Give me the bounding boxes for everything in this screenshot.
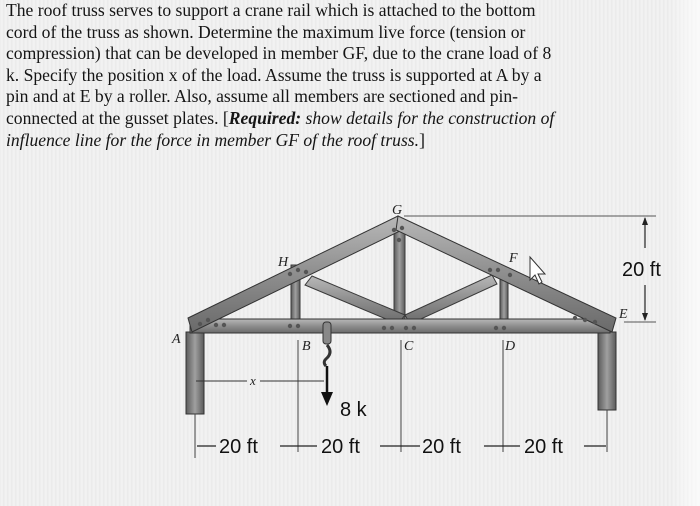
height-label: 20 ft xyxy=(622,259,661,281)
joint-label-c: C xyxy=(404,339,414,354)
mouse-cursor-icon xyxy=(529,255,547,285)
line-6-prefix: connected at the gusset plates. [ xyxy=(6,107,229,128)
problem-line-7: influence line for the force in member G… xyxy=(6,130,696,152)
crane-hook-icon xyxy=(322,321,332,368)
gusset-bolts xyxy=(197,225,598,331)
bottom-chord xyxy=(189,318,611,334)
joint-label-e: E xyxy=(618,307,628,322)
problem-line-3: compression) that can be developed in me… xyxy=(6,43,552,64)
span-3-label: 20 ft xyxy=(422,436,461,458)
arrowhead-icon xyxy=(642,313,648,321)
joint-label-g: G xyxy=(392,203,402,218)
span-2-label: 20 ft xyxy=(321,436,360,458)
load-label: 8 k xyxy=(340,399,368,421)
problem-line-1: The roof truss serves to support a crane… xyxy=(6,0,536,20)
problem-line-2: cord of the truss as shown. Determine th… xyxy=(6,21,526,42)
problem-statement: The roof truss serves to support a crane… xyxy=(6,0,696,151)
problem-line-6: connected at the gusset plates. [Require… xyxy=(6,108,696,130)
joint-label-h: H xyxy=(277,255,289,270)
problem-line-4: k. Specify the position x of the load. A… xyxy=(6,64,542,85)
span-1-label: 20 ft xyxy=(219,436,258,458)
joint-label-a: A xyxy=(171,332,181,347)
reference-lines xyxy=(194,340,608,458)
left-column xyxy=(185,331,205,415)
line-7-suffix: ] xyxy=(419,129,425,150)
joint-label-f: F xyxy=(508,251,518,266)
required-text: show details for the construction of xyxy=(301,107,555,128)
right-column xyxy=(597,331,617,411)
span-4-label: 20 ft xyxy=(524,436,563,458)
joint-label-d: D xyxy=(504,339,515,354)
arrowhead-icon xyxy=(642,217,648,225)
joint-label-b: B xyxy=(302,339,311,354)
problem-line-5: pin and at E by a roller. Also, assume a… xyxy=(6,86,519,107)
position-x-label: x xyxy=(249,373,256,388)
line-7-text: influence line for the force in member G… xyxy=(6,129,420,150)
required-label: Required: xyxy=(228,107,302,128)
top-chord-right xyxy=(395,215,617,333)
load-arrow-icon xyxy=(321,392,333,406)
